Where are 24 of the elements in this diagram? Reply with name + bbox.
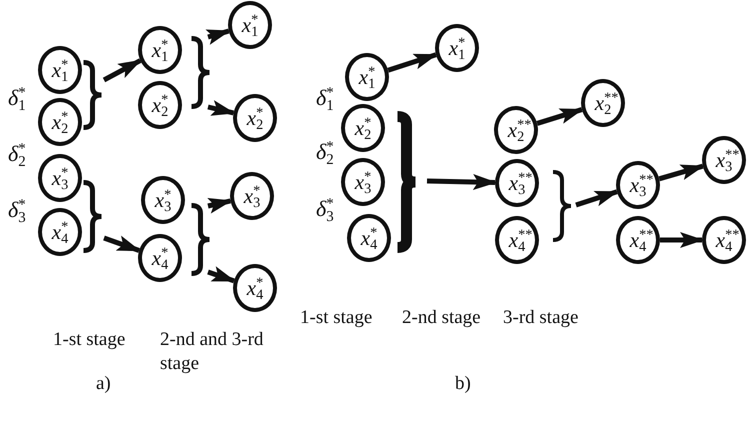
caption-text: b) (455, 372, 472, 396)
arrow (103, 236, 141, 253)
curly-brace (188, 36, 212, 108)
curly-brace (188, 202, 212, 276)
caption-text: 3-rd stage (503, 306, 580, 330)
arrow (426, 174, 497, 190)
curly-brace (551, 170, 573, 242)
arrow (387, 52, 438, 73)
caption-text: a) (96, 372, 112, 396)
arrow (207, 198, 232, 214)
arrow (207, 100, 236, 116)
arrow (536, 107, 584, 126)
caption-text: 2-nd stage (402, 306, 482, 330)
arrow (102, 58, 142, 82)
arrow (660, 232, 704, 248)
arrow (575, 189, 619, 208)
arrow (207, 266, 236, 284)
caption-text: 1-st stage (300, 306, 374, 330)
curly-brace (80, 60, 104, 130)
arrow (658, 164, 705, 182)
caption-text: 2-nd and 3-rd stage (160, 328, 264, 376)
curly-brace (80, 180, 104, 252)
caption-text: 1-st stage (53, 328, 126, 352)
arrow (205, 28, 231, 45)
